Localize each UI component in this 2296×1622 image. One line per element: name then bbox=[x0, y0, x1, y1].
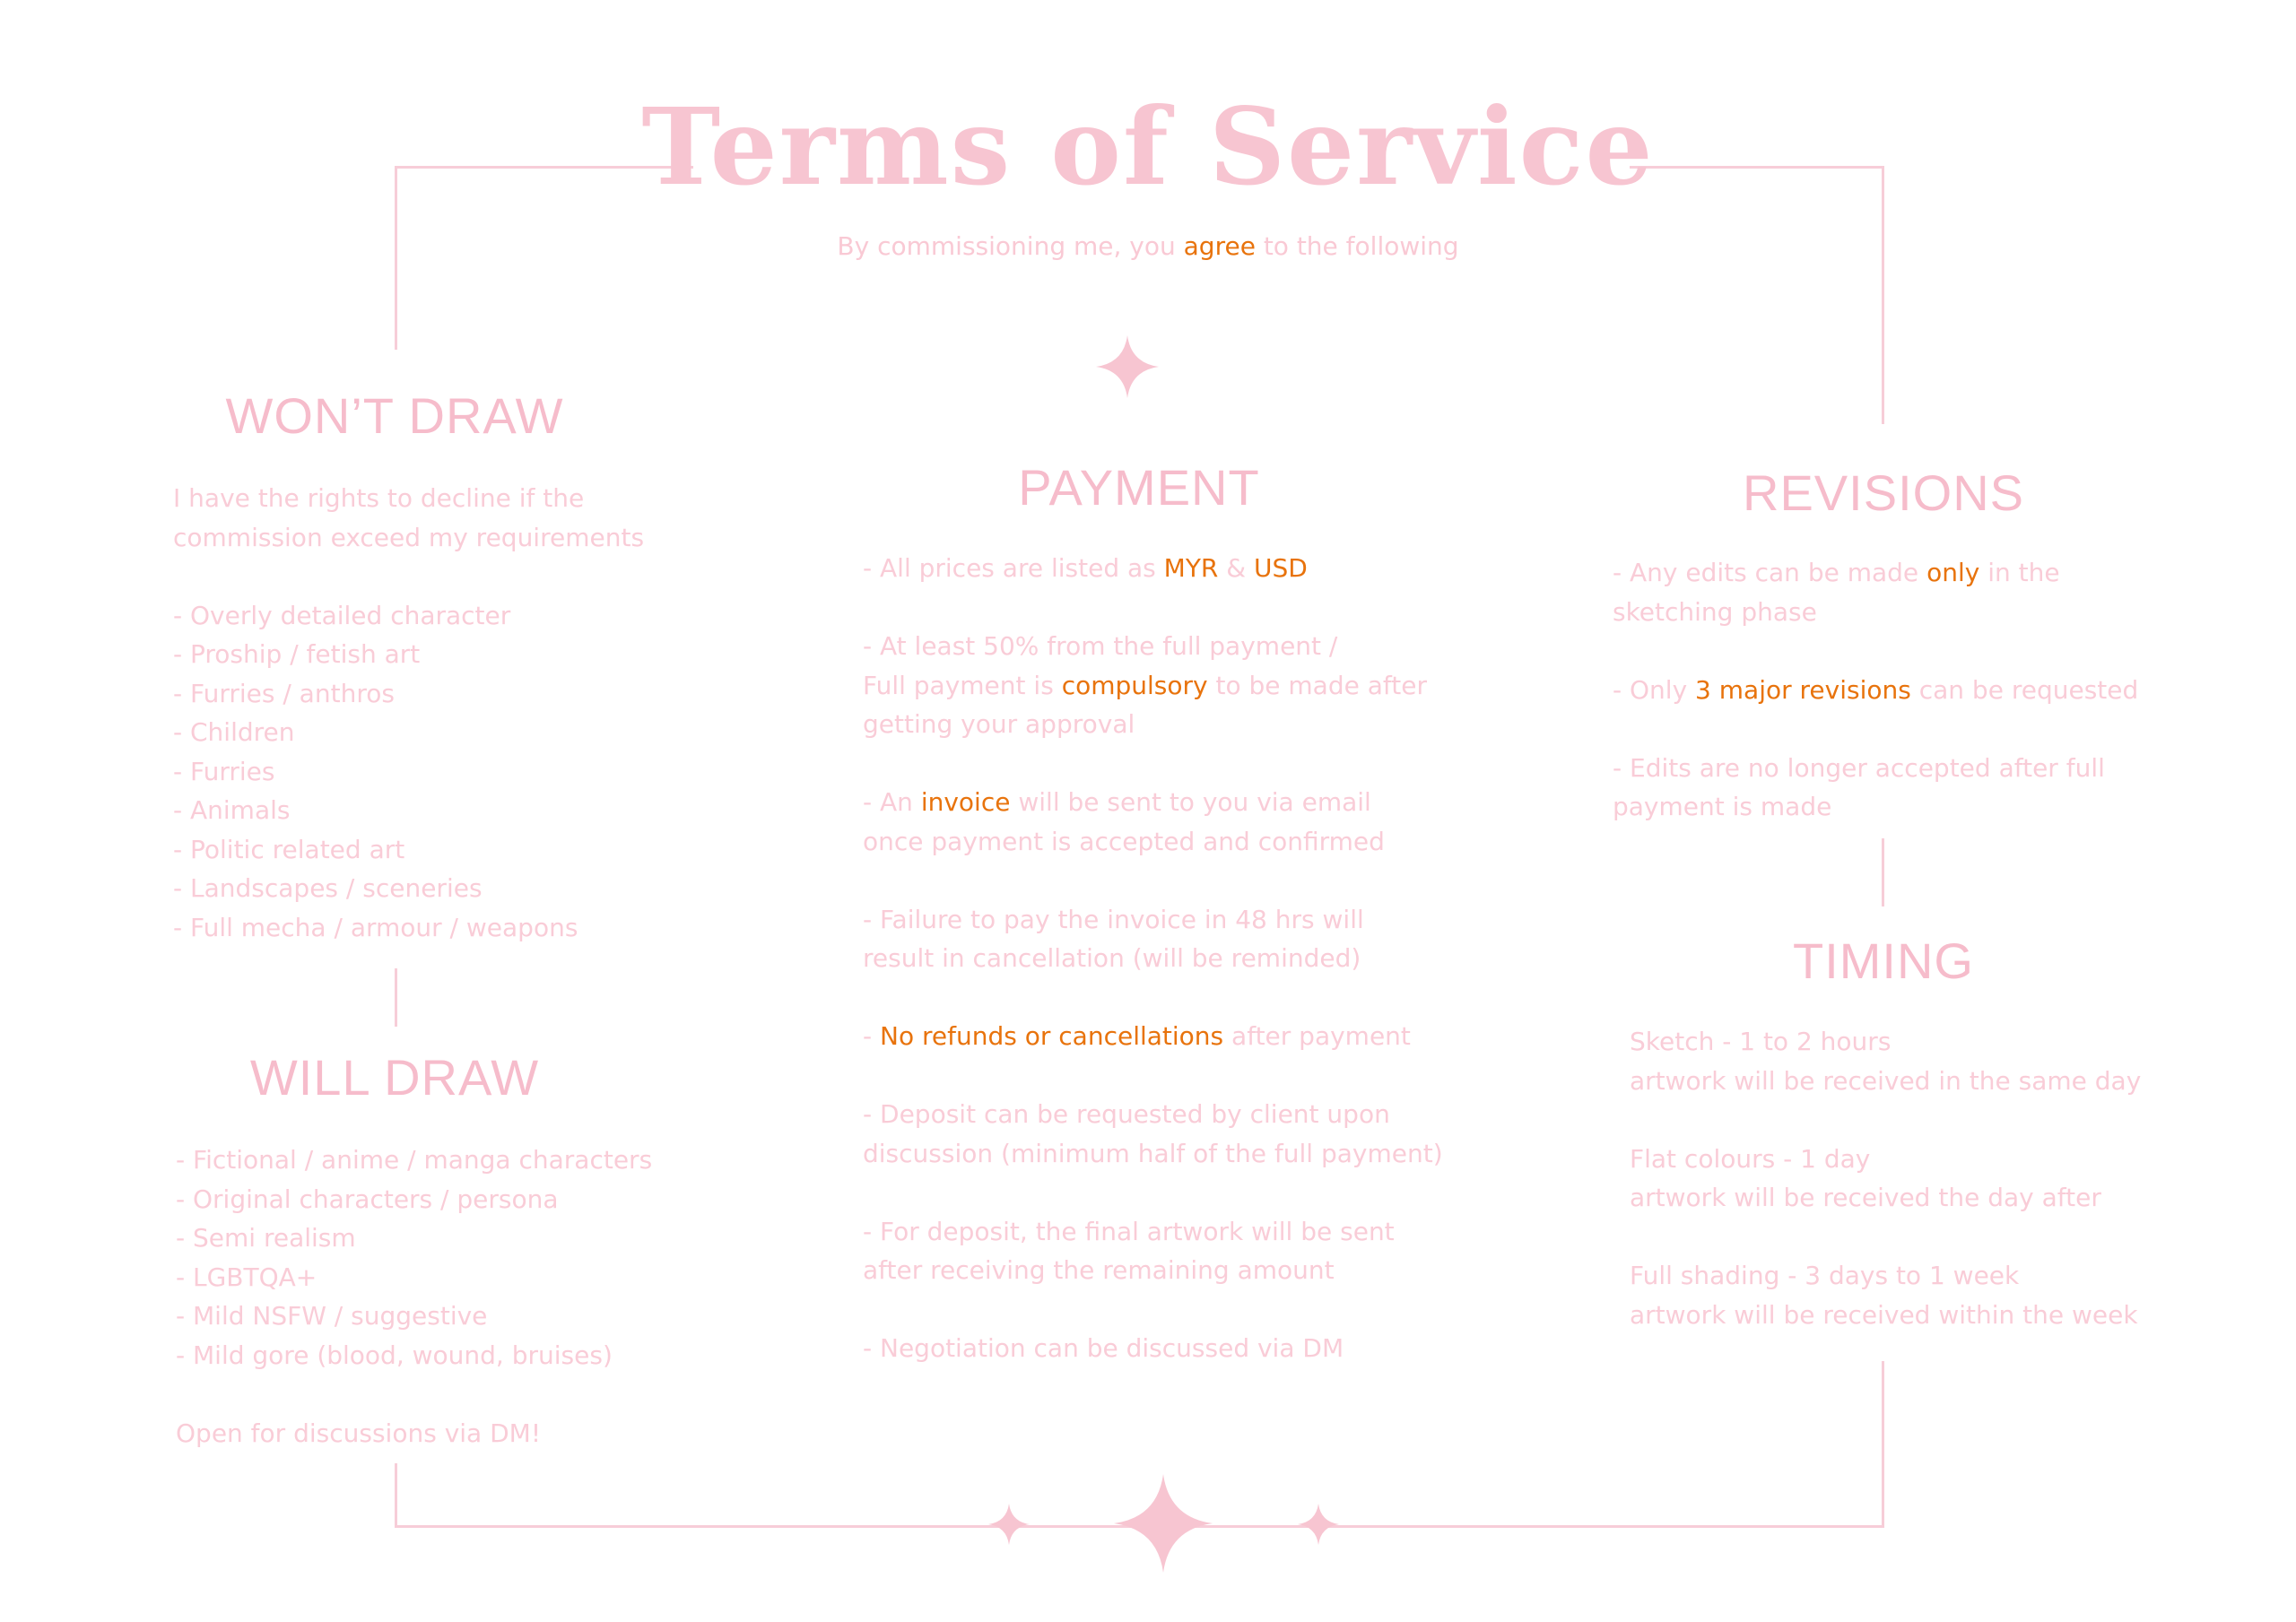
payment-section: - All prices are listed as MYR & USD - A… bbox=[863, 549, 1473, 1368]
list-item: - Semi realism bbox=[176, 1223, 356, 1253]
revisions-edits-line: sketching phase bbox=[1613, 596, 1817, 627]
payment-deposit-line: discussion (minimum half of the full pay… bbox=[863, 1138, 1443, 1168]
timing-tier-note: artwork will be received in the same day bbox=[1630, 1065, 2142, 1096]
payment-deposit-final-line: after receiving the remaining amount bbox=[863, 1255, 1335, 1285]
frame-left-lower-line bbox=[395, 1463, 397, 1528]
myr-highlight: MYR bbox=[1163, 553, 1219, 583]
revisions-edits-line: - Any edits can be made only in the bbox=[1613, 558, 2060, 587]
frame-left-divider-line bbox=[395, 968, 397, 1027]
list-item: - Full mecha / armour / weapons bbox=[173, 912, 578, 942]
timing-tier-note: artwork will be received the day after bbox=[1630, 1183, 2101, 1212]
list-item: - Fictional / anime / manga characters bbox=[176, 1145, 653, 1175]
wont-draw-intro-line: I have the rights to decline if the bbox=[173, 483, 585, 513]
revisions-major: - Only 3 major revisions can be requeste… bbox=[1613, 674, 2139, 705]
will-draw-footer: Open for discussions via DM! bbox=[176, 1418, 542, 1448]
list-item: - Furries / anthros bbox=[173, 678, 395, 708]
list-item: - Landscapes / sceneries bbox=[173, 873, 483, 903]
invoice-highlight: invoice bbox=[920, 787, 1011, 817]
timing-tier-name: Flat colours - 1 day bbox=[1630, 1143, 1871, 1174]
compulsory-highlight: compulsory bbox=[1061, 670, 1208, 700]
payment-full-line: getting your approval bbox=[863, 709, 1135, 739]
payment-heading: PAYMENT bbox=[1018, 459, 1260, 516]
list-item: - Furries bbox=[173, 756, 275, 786]
usd-highlight: USD bbox=[1254, 553, 1308, 583]
payment-deposit-line: - Deposit can be requested by client upo… bbox=[863, 1099, 1390, 1129]
timing-section: Sketch - 1 to 2 hours artwork will be re… bbox=[1630, 1022, 2186, 1334]
list-item: - Mild NSFW / suggestive bbox=[176, 1301, 488, 1331]
payment-negotiation: - Negotiation can be discussed via DM bbox=[863, 1333, 1344, 1363]
list-item: - Politic related art bbox=[173, 834, 405, 864]
major-revisions-highlight: 3 major revisions bbox=[1695, 674, 1911, 705]
sparkle-icon bbox=[1298, 1499, 1339, 1549]
list-item: - LGBTQA+ bbox=[176, 1262, 317, 1292]
timing-tier-note: artwork will be received within the week bbox=[1630, 1299, 2138, 1330]
timing-tier-name: Full shading - 3 days to 1 week bbox=[1630, 1261, 2020, 1290]
payment-invoice-line: once payment is accepted and confirmed bbox=[863, 826, 1385, 856]
wont-draw-intro-line: commission exceed my requirements bbox=[173, 522, 645, 552]
frame-top-right-line bbox=[1630, 166, 1884, 169]
timing-tier-name: Sketch - 1 to 2 hours bbox=[1630, 1027, 1892, 1056]
revisions-section: - Any edits can be made only in the sket… bbox=[1613, 553, 2169, 827]
revisions-no-edits-line: - Edits are no longer accepted after ful… bbox=[1613, 752, 2105, 783]
will-draw-section: - Fictional / anime / manga characters -… bbox=[176, 1141, 732, 1453]
list-item: - Original characters / persona bbox=[176, 1184, 559, 1214]
payment-invoice-line: - An invoice will be sent to you via ema… bbox=[863, 787, 1371, 817]
frame-top-left-line bbox=[395, 166, 693, 169]
no-refunds-highlight: No refunds or cancellations bbox=[880, 1021, 1224, 1051]
list-item: - Animals bbox=[173, 795, 291, 825]
list-item: - Children bbox=[173, 717, 295, 747]
page-subtitle: By commissioning me, you agree to the fo… bbox=[837, 231, 1459, 261]
payment-failure-line: result in cancellation (will be reminded… bbox=[863, 943, 1361, 973]
frame-right-upper-line bbox=[1882, 166, 1884, 424]
list-item: - Mild gore (blood, wound, bruises) bbox=[176, 1340, 613, 1370]
sparkle-icon bbox=[1096, 332, 1159, 402]
agree-highlight: agree bbox=[1183, 231, 1256, 261]
revisions-no-edits-line: payment is made bbox=[1613, 792, 1832, 821]
sparkle-icon bbox=[1114, 1470, 1213, 1576]
frame-right-lower-line bbox=[1882, 1361, 1884, 1528]
page-title: Terms of Service bbox=[641, 84, 1655, 209]
frame-right-divider-line bbox=[1882, 838, 1884, 906]
payment-full-line: - At least 50% from the full payment / bbox=[863, 631, 1338, 661]
list-item: - Overly detailed character bbox=[173, 600, 511, 630]
revisions-heading: REVISIONS bbox=[1743, 464, 2024, 521]
wont-draw-section: I have the rights to decline if the comm… bbox=[173, 479, 711, 947]
sparkle-icon bbox=[988, 1499, 1030, 1549]
will-draw-heading: WILL DRAW bbox=[249, 1049, 540, 1106]
frame-left-upper-line bbox=[395, 166, 397, 350]
payment-deposit-final-line: - For deposit, the final artwork will be… bbox=[863, 1216, 1395, 1246]
payment-refunds: - No refunds or cancellations after paym… bbox=[863, 1021, 1411, 1051]
payment-full-line: Full payment is compulsory to be made af… bbox=[863, 670, 1427, 700]
timing-heading: TIMING bbox=[1793, 932, 1974, 989]
only-highlight: only bbox=[1926, 558, 1980, 587]
list-item: - Proship / fetish art bbox=[173, 639, 421, 669]
payment-prices: - All prices are listed as MYR & USD bbox=[863, 553, 1308, 583]
wont-draw-heading: WON’T DRAW bbox=[225, 387, 564, 444]
payment-failure-line: - Failure to pay the invoice in 48 hrs w… bbox=[863, 904, 1364, 934]
